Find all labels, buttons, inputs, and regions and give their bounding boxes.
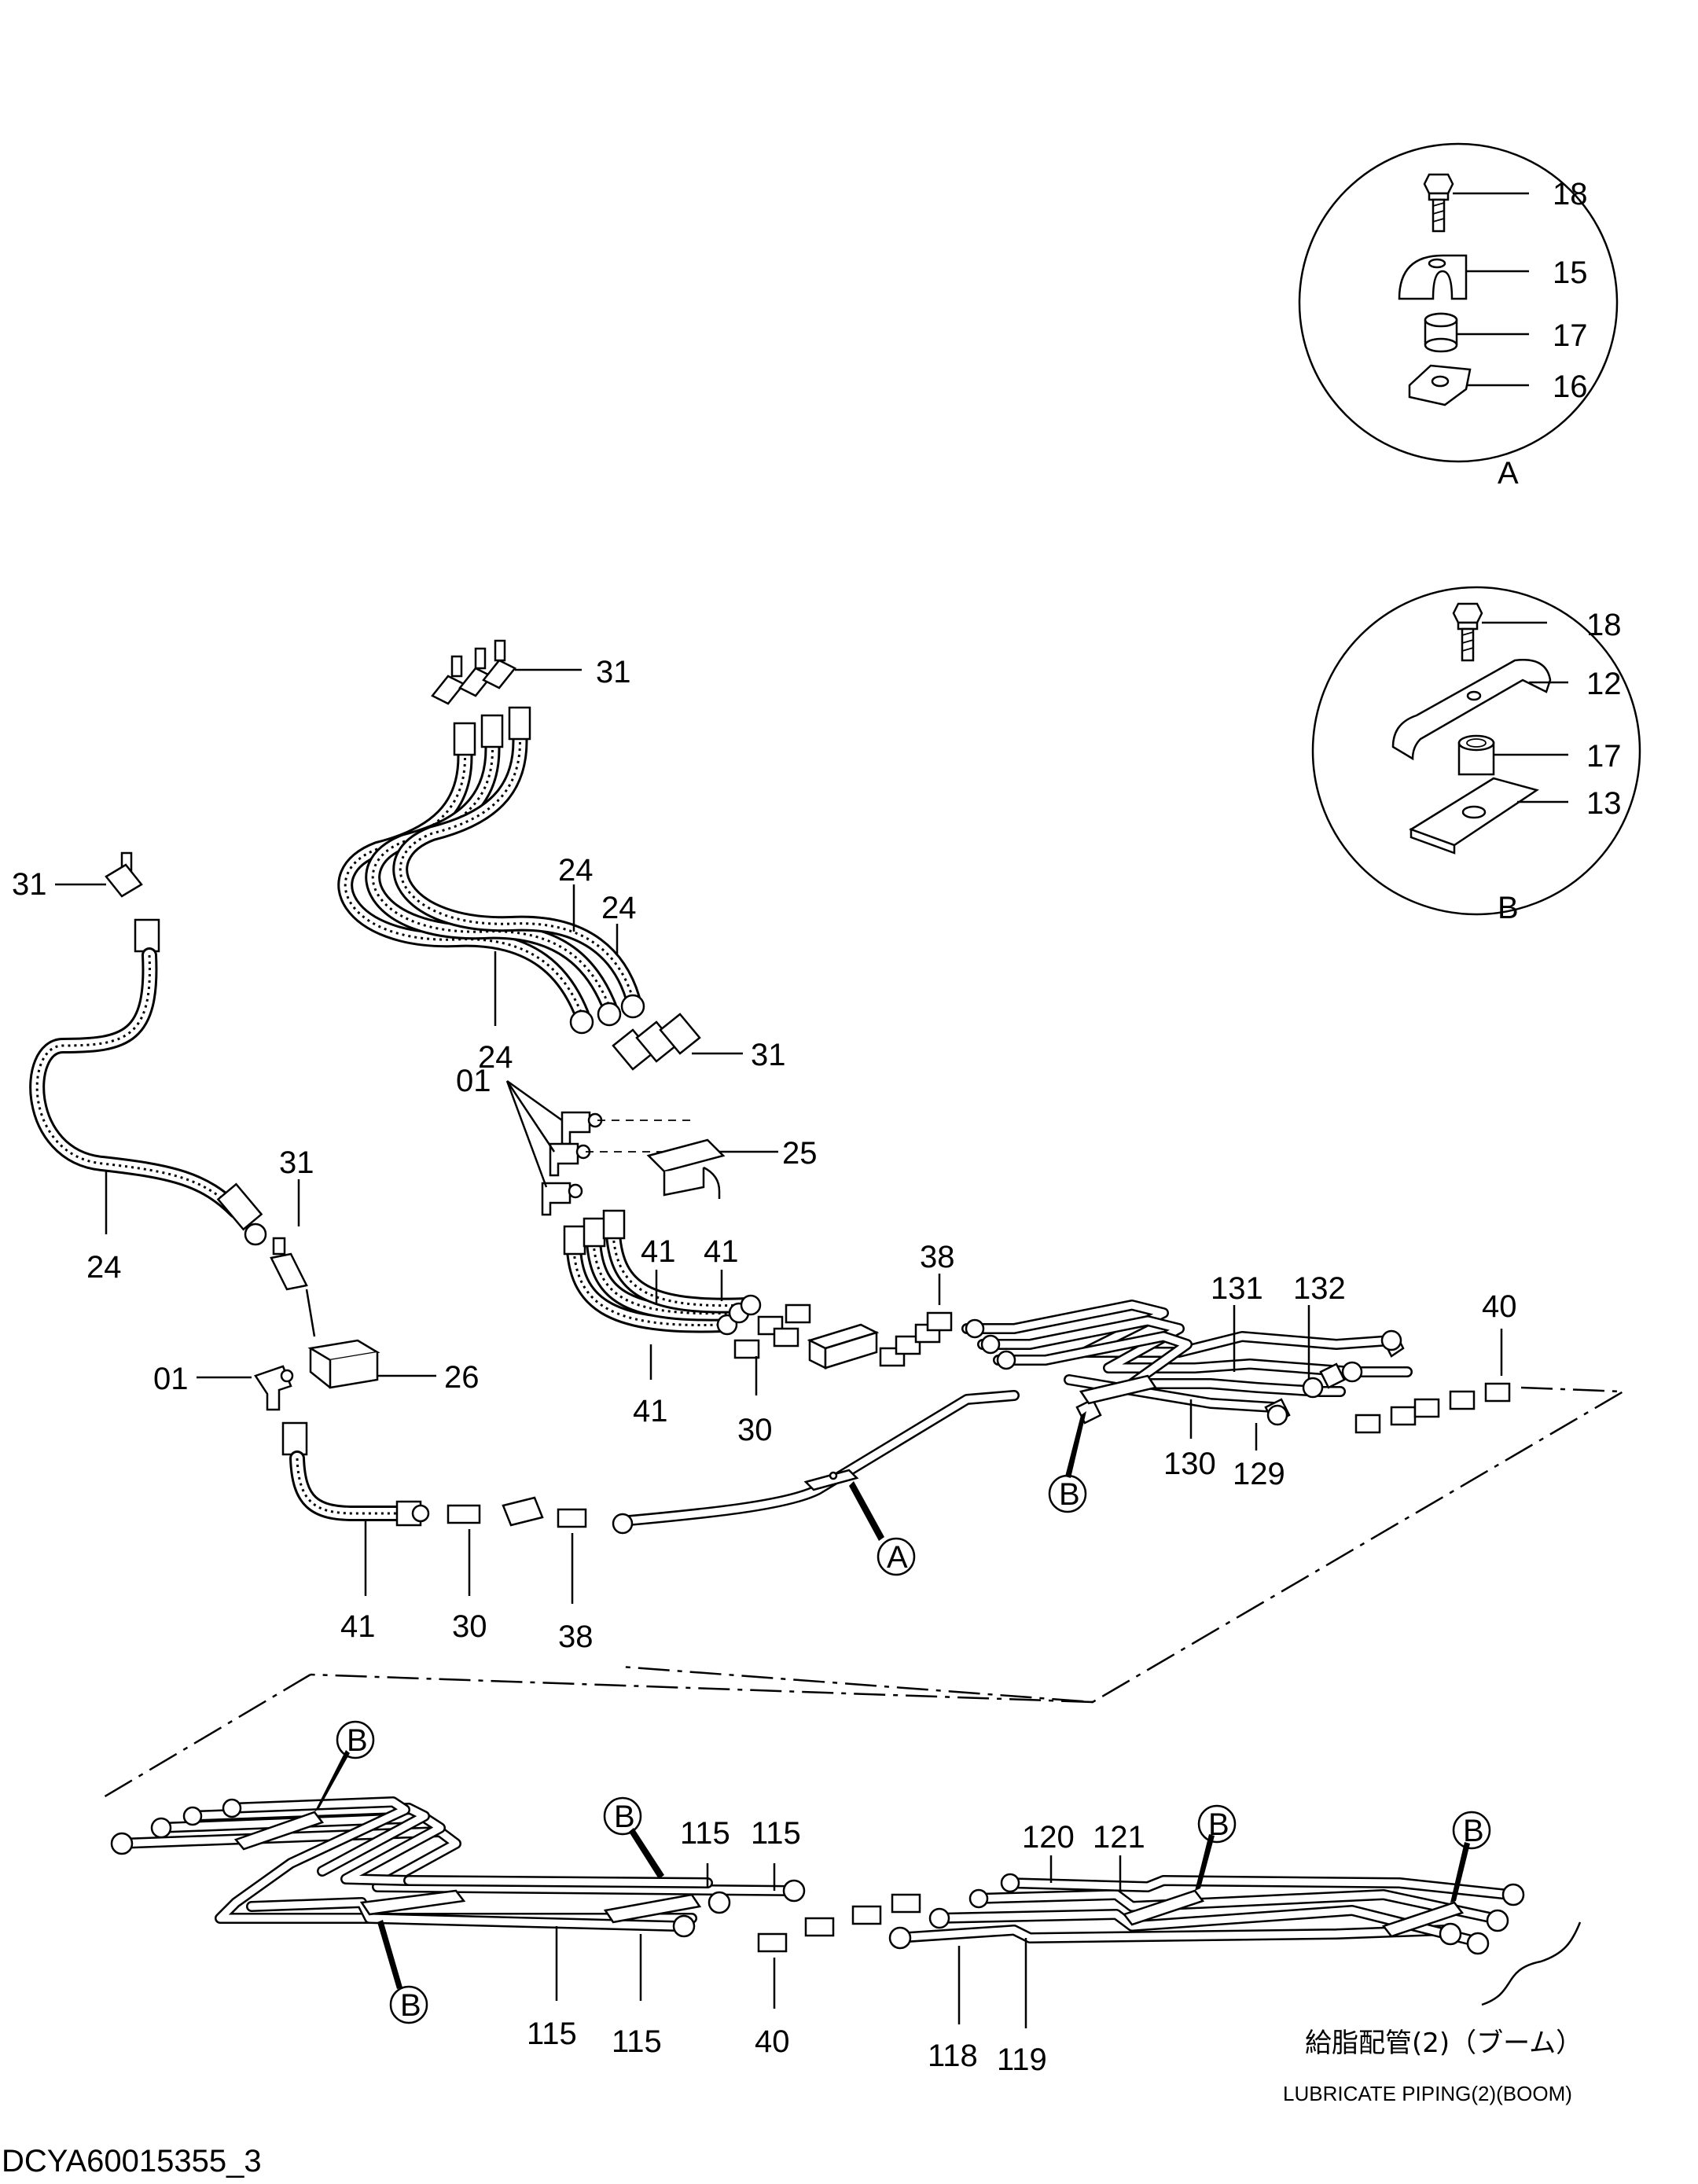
spacer-icon <box>1457 734 1495 776</box>
caption-japanese: 給脂配管(2)（ブーム） <box>1305 2028 1582 2059</box>
part-number-31: 31 <box>751 1038 786 1072</box>
part-number-01: 01 <box>456 1064 491 1098</box>
part-number-115: 115 <box>751 1816 801 1851</box>
part-number-40: 40 <box>1482 1289 1517 1324</box>
callout-letter: B <box>400 1988 421 2023</box>
callout-b-marker: B <box>1195 1804 1237 1891</box>
connector-icon <box>879 1311 953 1367</box>
callout-b-marker: B <box>1450 1811 1491 1903</box>
detail-b-circle <box>1311 586 1641 916</box>
part-number-30: 30 <box>737 1413 773 1447</box>
part-number-13: 13 <box>1586 786 1622 821</box>
part-number-40: 40 <box>755 2024 790 2059</box>
bolt-icon <box>1452 602 1483 662</box>
part-number-41: 41 <box>704 1234 739 1269</box>
part-number-131: 131 <box>1211 1271 1263 1306</box>
part-number-130: 130 <box>1163 1447 1216 1481</box>
part-number-24: 24 <box>601 891 637 925</box>
detail-a-circle <box>1298 142 1619 463</box>
elbow-fitting-icon <box>541 1111 603 1216</box>
hose-bundle-24 <box>337 639 645 1035</box>
callout-b-marker: B <box>377 1920 428 2024</box>
part-number-120: 120 <box>1022 1820 1075 1855</box>
caption-english: LUBRICATE PIPING(2)(BOOM) <box>1283 2082 1572 2105</box>
part-number-12: 12 <box>1586 667 1622 701</box>
part-number-24: 24 <box>86 1250 122 1285</box>
callout-letter: B <box>347 1723 368 1758</box>
callout-b-marker: B <box>1048 1411 1087 1513</box>
part-number-31: 31 <box>12 867 47 902</box>
detail-b-letter: B <box>1498 891 1519 925</box>
part-number-115: 115 <box>680 1816 730 1851</box>
callout-letter: B <box>614 1800 635 1834</box>
callout-letter: B <box>1059 1477 1080 1512</box>
part-number-18: 18 <box>1586 608 1622 642</box>
part-number-132: 132 <box>1293 1271 1346 1306</box>
part-number-31: 31 <box>279 1145 314 1180</box>
hose-bundle-41 <box>563 1209 762 1336</box>
part-number-30: 30 <box>452 1609 487 1644</box>
pipe-assembly-upper <box>961 1300 1413 1426</box>
detail-a: 18 15 17 16 A <box>1298 142 1619 491</box>
plate-icon <box>1408 364 1472 406</box>
callout-letter: A <box>887 1540 908 1575</box>
elbow-fitting-icon <box>254 1365 294 1411</box>
callout-b-marker: B <box>603 1796 664 1879</box>
part-number-115: 115 <box>527 2017 577 2051</box>
part-number-41: 41 <box>340 1609 376 1644</box>
callout-b-marker: B <box>314 1720 375 1812</box>
detail-b: 18 12 17 13 B <box>1311 586 1641 925</box>
part-number-15: 15 <box>1553 256 1588 290</box>
clamp-icon <box>1391 659 1552 761</box>
callout-letter: B <box>1463 1814 1484 1848</box>
bracket-icon <box>307 1339 380 1389</box>
part-number-38: 38 <box>920 1240 955 1274</box>
grease-fitting-icon <box>431 639 516 705</box>
part-number-24: 24 <box>478 1040 513 1075</box>
part-number-118: 118 <box>928 2039 978 2073</box>
part-number-115: 115 <box>612 2024 662 2059</box>
block-icon <box>807 1323 880 1370</box>
clamp-icon <box>1398 254 1468 300</box>
part-number-26: 26 <box>444 1360 480 1395</box>
grease-fitting-icon <box>105 851 143 898</box>
part-number-17: 17 <box>1586 739 1622 774</box>
part-number-25: 25 <box>782 1136 818 1171</box>
part-number-129: 129 <box>1233 1457 1285 1491</box>
connector-icon <box>447 1496 587 1528</box>
grease-fitting-icon <box>270 1237 308 1291</box>
grease-fitting-icon <box>612 1013 701 1071</box>
part-number-18: 18 <box>1553 177 1588 211</box>
bolt-icon <box>1423 173 1454 233</box>
pipe-assembly-118-121 <box>888 1873 1525 1955</box>
document-id: DCYA60015355_3 <box>2 2144 262 2178</box>
detail-a-letter: A <box>1498 456 1519 491</box>
connector-icon <box>733 1303 811 1359</box>
part-number-24: 24 <box>558 853 594 888</box>
part-number-01: 01 <box>153 1362 189 1396</box>
connector-icon <box>1354 1382 1511 1434</box>
brace-icon <box>1481 1921 1582 2006</box>
part-number-41: 41 <box>633 1394 668 1428</box>
connector-icon <box>757 1893 921 1953</box>
single-pipe <box>612 1390 1020 1535</box>
part-number-16: 16 <box>1553 370 1588 404</box>
plate-icon <box>1409 777 1539 855</box>
part-number-38: 38 <box>558 1620 594 1654</box>
part-number-17: 17 <box>1553 318 1588 353</box>
part-number-31: 31 <box>596 655 631 689</box>
hose-24-left <box>29 851 267 1246</box>
part-number-41: 41 <box>641 1234 676 1269</box>
part-number-119: 119 <box>997 2042 1047 2077</box>
callout-a-marker: A <box>849 1481 916 1576</box>
callout-letter: B <box>1208 1807 1229 1842</box>
spacer-icon <box>1424 312 1458 353</box>
part-number-121: 121 <box>1093 1820 1145 1855</box>
hose-41-lower <box>281 1421 430 1527</box>
pipe-assembly-115 <box>110 1796 806 1938</box>
bracket-icon <box>646 1138 726 1199</box>
